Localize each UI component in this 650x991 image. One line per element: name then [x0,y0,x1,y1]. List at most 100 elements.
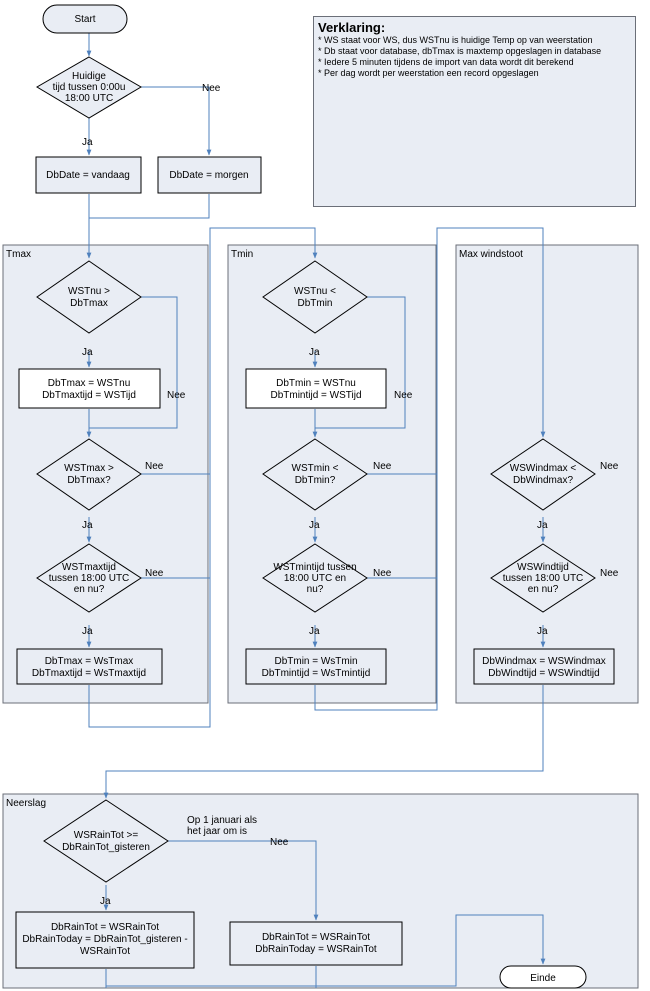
decision-tmin-time: WSTmintijd tussen 18:00 UTC en nu? [262,543,368,613]
decision-time-check: Huidige tijd tussen 0:00u 18:00 UTC [36,56,142,119]
label-ja: Ja [309,520,320,531]
svg-text:DbTmin = WsTmin: DbTmin = WsTmin [274,656,357,667]
svg-text:WSRainTot: WSRainTot [80,946,130,957]
legend-title: Verklaring: [318,20,386,35]
svg-text:WSTnu <: WSTnu < [294,286,336,297]
label-ja: Ja [537,520,548,531]
svg-text:DbRainTot = WSRainTot: DbRainTot = WSRainTot [262,932,370,943]
label-ja: Ja [309,626,320,637]
svg-text:18:00 UTC en: 18:00 UTC en [284,573,346,584]
svg-text:WSRainTot >=: WSRainTot >= [74,830,139,841]
label-ja: Ja [537,626,548,637]
svg-text:DbRainTot_gisteren: DbRainTot_gisteren [62,842,150,853]
legend-line: * Iedere 5 minuten tijdens de import van… [318,57,574,67]
label-nee: Nee [145,568,164,579]
process-date-tomorrow: DbDate = morgen [157,156,262,194]
decision-tmax-now: WSTnu > DbTmax [36,260,142,334]
decision-tmin-min: WSTmin < DbTmin? [262,438,368,511]
start-node: Start [42,4,128,34]
svg-text:DbTmax = WsTmax: DbTmax = WsTmax [45,656,134,667]
connector [89,296,178,429]
svg-text:DbRainToday = WSRainTot: DbRainToday = WSRainTot [255,944,377,955]
label-nee: Nee [600,461,619,472]
label-ja: Ja [82,347,93,358]
svg-text:DbTmintijd = WSTijd: DbTmintijd = WSTijd [270,390,361,401]
svg-text:nu?: nu? [307,584,324,595]
svg-text:WSTmax >: WSTmax > [64,463,114,474]
svg-text:tussen 18:00 UTC: tussen 18:00 UTC [49,573,130,584]
svg-text:WSWindmax <: WSWindmax < [510,463,577,474]
svg-text:WSWindtijd: WSWindtijd [517,562,569,573]
svg-text:DbRainToday = DbRainTot_gister: DbRainToday = DbRainTot_gisteren - [22,934,187,945]
connector [106,914,546,987]
svg-text:DbWindmax?: DbWindmax? [513,475,573,486]
svg-text:tussen 18:00 UTC: tussen 18:00 UTC [503,573,584,584]
connector [314,227,546,711]
process-wind-store: DbWindmax = WSWindmax DbWindtijd = WSWin… [473,648,615,685]
label-nee: Nee [394,390,413,401]
decision-wind-time: WSWindtijd tussen 18:00 UTC en nu? [490,543,596,613]
decision-tmax-max: WSTmax > DbTmax? [36,438,142,511]
process-tmax-store: DbTmax = WsTmax DbTmaxtijd = WsTmaxtijd [16,648,163,685]
connector [141,86,212,156]
process-tmin-update: DbTmin = WSTnu DbTmintijd = WSTijd [245,368,387,409]
end-node: Einde [499,965,587,989]
decision-wind-max: WSWindmax < DbWindmax? [490,438,596,511]
process-tmin-store: DbTmin = WsTmin DbTmintijd = WsTmintijd [245,648,387,685]
svg-text:DbDate = vandaag: DbDate = vandaag [46,170,130,181]
svg-text:en nu?: en nu? [74,584,105,595]
svg-text:DbTmintijd = WsTmintijd: DbTmintijd = WsTmintijd [262,668,371,679]
rain-note-line2: het jaar om is [187,826,247,837]
svg-text:DbTmin = WSTnu: DbTmin = WSTnu [276,378,356,389]
svg-text:DbTmax: DbTmax [70,298,108,309]
label-ja: Ja [82,626,93,637]
legend-box: Verklaring: * WS staat voor WS, dus WSTn… [313,16,636,207]
svg-text:en nu?: en nu? [528,584,559,595]
connector [315,296,406,429]
svg-text:DbTmaxtijd = WSTijd: DbTmaxtijd = WSTijd [42,390,136,401]
label-ja: Ja [100,896,111,907]
svg-text:Start: Start [74,14,95,25]
legend-line: * Db staat voor database, dbTmax is maxt… [318,46,602,56]
group-rain-title: Neerslag [6,798,46,809]
decision-tmin-now: WSTnu < DbTmin [262,260,368,334]
label-ja: Ja [309,347,320,358]
branch-labels: Ja Nee Ja Nee Ja Nee Ja Nee Ja Nee Ja Ne… [82,83,619,907]
process-rain-newyear: DbRainTot = WSRainTot DbRainToday = WSRa… [229,921,403,966]
svg-text:Einde: Einde [530,973,556,984]
svg-text:DbTmax?: DbTmax? [67,475,111,486]
decision-time-check-line2: tijd tussen 0:00u [53,82,126,93]
svg-text:WSTmin <: WSTmin < [292,463,339,474]
connector [89,194,210,219]
process-date-today: DbDate = vandaag [35,156,142,194]
svg-text:DbTmax = WSTnu: DbTmax = WSTnu [48,378,131,389]
label-nee: Nee [202,83,221,94]
decision-time-check-line3: 18:00 UTC [65,93,113,104]
connector [168,840,319,921]
legend-line: * Per dag wordt per weerstation een reco… [318,68,539,78]
svg-text:DbRainTot = WSRainTot: DbRainTot = WSRainTot [51,922,159,933]
svg-text:WSTmintijd tussen: WSTmintijd tussen [273,562,356,573]
connector [103,685,544,799]
svg-text:WSTmaxtijd: WSTmaxtijd [62,562,116,573]
label-nee: Nee [270,837,289,848]
label-nee: Nee [145,461,164,472]
label-nee: Nee [167,390,186,401]
connectors [86,32,546,988]
svg-text:WSTnu >: WSTnu > [68,286,110,297]
label-nee: Nee [373,568,392,579]
process-tmax-update: DbTmax = WSTnu DbTmaxtijd = WSTijd [18,368,161,409]
label-nee: Nee [373,461,392,472]
svg-text:DbTmin?: DbTmin? [295,475,336,486]
connector [88,227,318,728]
decision-time-check-line1: Huidige [72,71,106,82]
group-tmax-title: Tmax [6,249,31,260]
svg-text:DbWindmax = WSWindmax: DbWindmax = WSWindmax [482,656,606,667]
group-wind-title: Max windstoot [459,249,523,260]
rain-note-line1: Op 1 januari als [187,815,257,826]
process-rain-normal: DbRainTot = WSRainTot DbRainToday = DbRa… [15,911,195,969]
label-ja: Ja [82,520,93,531]
svg-text:DbTmin: DbTmin [297,298,332,309]
svg-text:DbTmaxtijd = WsTmaxtijd: DbTmaxtijd = WsTmaxtijd [32,668,146,679]
